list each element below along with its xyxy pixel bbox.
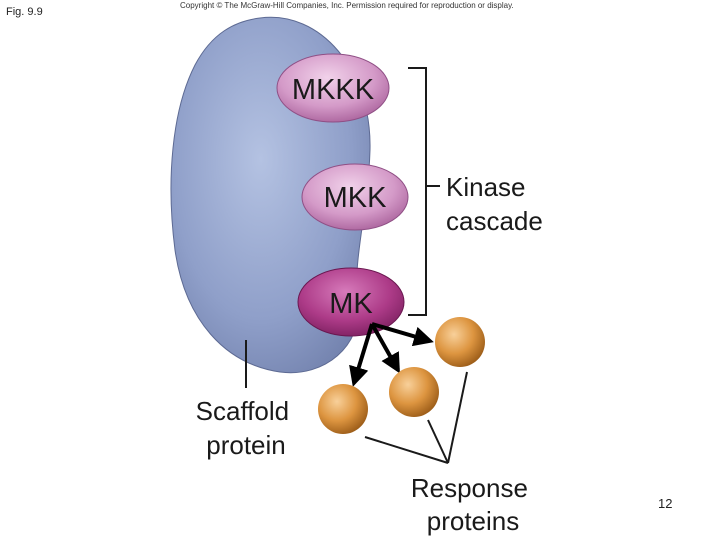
response-protein-2: [389, 367, 439, 417]
response-proteins-label: Response proteins: [411, 473, 535, 536]
mkkk-enzyme: MKKK: [276, 53, 390, 123]
activation-arrows: [349, 322, 434, 387]
figure-label: Fig. 9.9: [6, 6, 43, 18]
mk-label: MK: [329, 288, 373, 320]
kinase-cascade-label: Kinase cascade: [446, 172, 543, 236]
scaffold-protein-label: Scaffold protein: [196, 396, 297, 460]
kinase-cascade-bracket: [408, 67, 440, 316]
slide-number: 12: [658, 496, 673, 511]
response-protein-3: [318, 384, 368, 434]
mkkk-label: MKKK: [292, 74, 375, 106]
mkk-label: MKK: [324, 182, 388, 214]
copyright-notice: Copyright © The McGraw-Hill Companies, I…: [180, 1, 514, 10]
response-pointer-lines: [364, 371, 468, 464]
mk-enzyme: MK: [297, 267, 405, 337]
response-protein-1: [435, 317, 485, 367]
mkk-enzyme: MKK: [301, 163, 409, 231]
